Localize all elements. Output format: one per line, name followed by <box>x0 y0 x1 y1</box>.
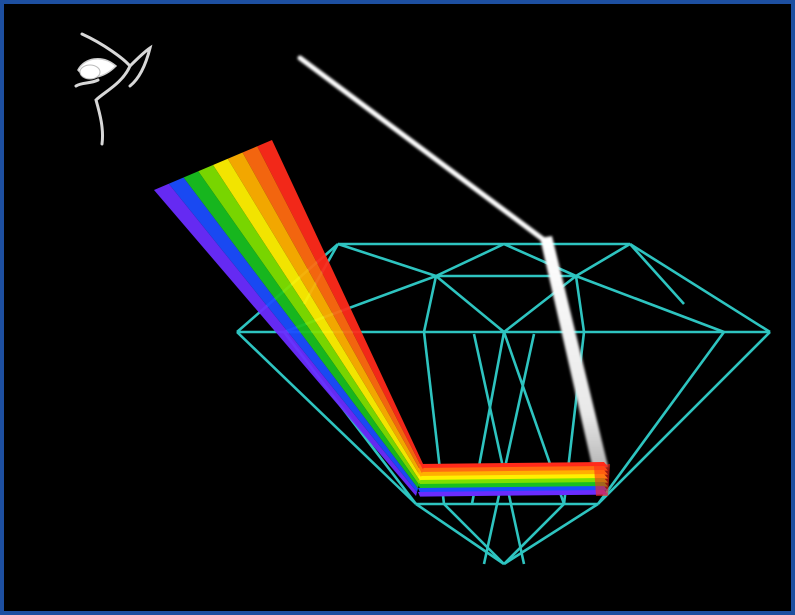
diamond-edge <box>576 276 584 332</box>
diamond-edge <box>576 244 630 276</box>
diamond-edge <box>576 276 724 332</box>
incident-ray <box>300 58 544 240</box>
diamond-edge <box>436 276 504 332</box>
spectrum-fan-strip <box>198 165 420 485</box>
diamond-edge <box>338 244 436 276</box>
diamond-edge <box>424 276 436 332</box>
diamond-edge <box>484 334 534 564</box>
diamond-edge <box>598 332 770 504</box>
diamond-edge <box>504 244 576 276</box>
spectrum-corner <box>594 464 610 496</box>
eye-icon <box>76 34 150 144</box>
diamond-dispersion-diagram <box>4 4 791 611</box>
spectrum-fan-strip <box>213 159 421 481</box>
diamond-edge <box>436 244 504 276</box>
diamond-edge <box>630 244 770 332</box>
internal-white-ray <box>540 236 608 474</box>
diamond-edge <box>598 332 724 504</box>
